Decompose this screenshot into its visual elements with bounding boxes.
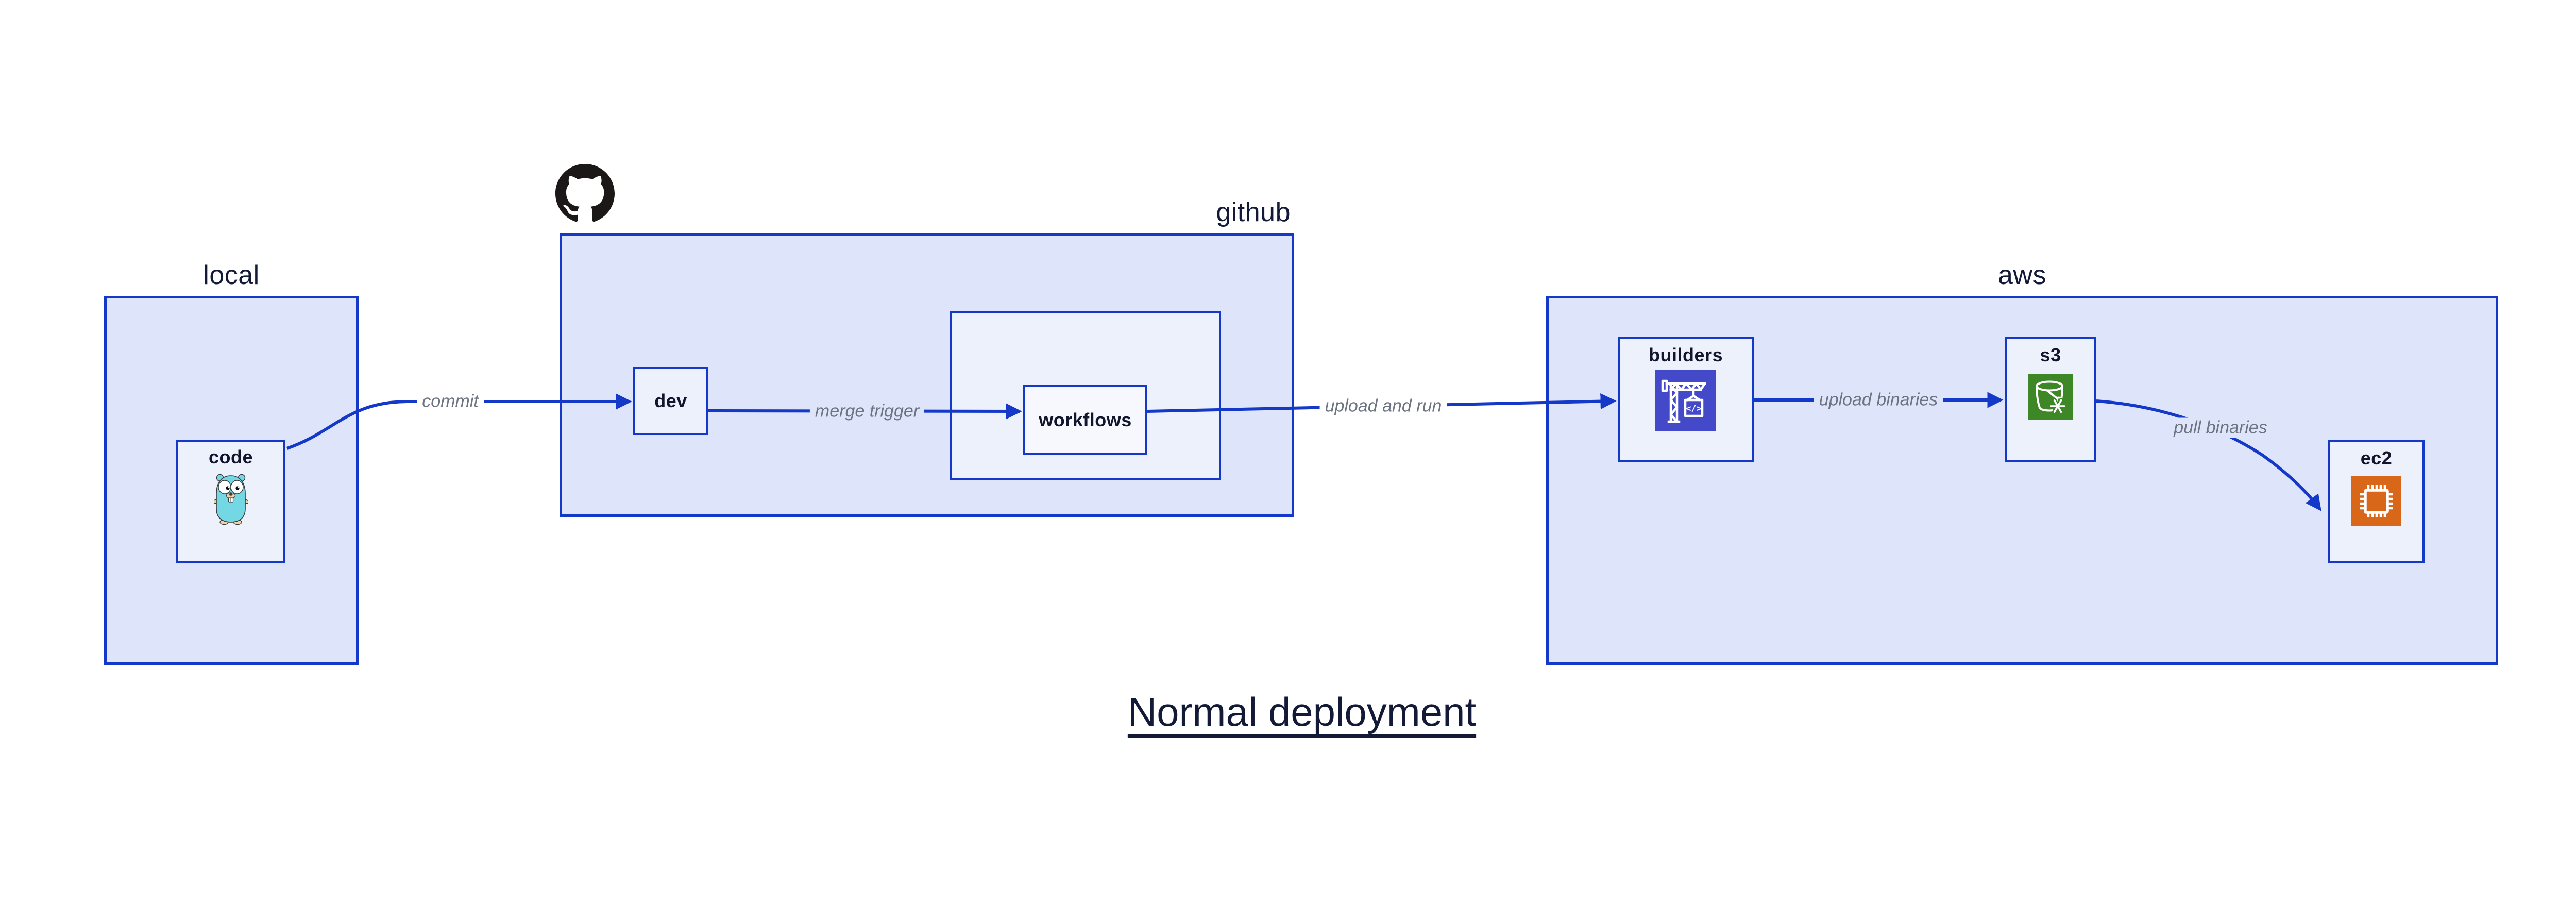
diagram-title: Normal deployment	[1127, 689, 1477, 734]
edge-pull-binaries-line	[2096, 399, 2321, 511]
node-code-label: code	[208, 446, 253, 467]
node-workflows-label: workflows	[1039, 409, 1132, 430]
node-code: code	[176, 440, 285, 563]
node-ec2-label: ec2	[2360, 447, 2393, 469]
group-local-label: local	[203, 260, 260, 290]
node-dev: dev	[633, 367, 708, 435]
svg-text:</>: </>	[1686, 404, 1702, 414]
edge-upload-binaries-label: upload binaries	[1814, 390, 1943, 410]
node-s3: s3	[2005, 337, 2096, 462]
edge-merge-trigger-label: merge trigger	[809, 401, 925, 422]
group-aws-label: aws	[1998, 260, 2046, 290]
github-octocat-logo-icon	[555, 164, 615, 222]
node-dev-label: dev	[654, 390, 687, 411]
node-workflows: workflows	[1023, 385, 1147, 455]
edge-upload-and-run-label: upload and run	[1319, 396, 1447, 416]
edge-commit-label: commit	[417, 391, 484, 412]
ec2-chip-icon	[2351, 476, 2401, 526]
edge-commit-line	[286, 393, 632, 450]
s3-glacier-bucket-icon	[2028, 374, 2073, 420]
codebuild-crane-icon: </>	[1655, 370, 1716, 431]
group-github-label: github	[1216, 197, 1291, 227]
node-builders: builders </>	[1618, 337, 1754, 462]
edge-pull-binaries-label: pull binaries	[2168, 417, 2273, 438]
node-s3-label: s3	[2040, 344, 2061, 365]
go-gopher-icon	[214, 474, 248, 525]
node-builders-label: builders	[1648, 344, 1723, 365]
node-ec2: ec2	[2328, 440, 2425, 563]
